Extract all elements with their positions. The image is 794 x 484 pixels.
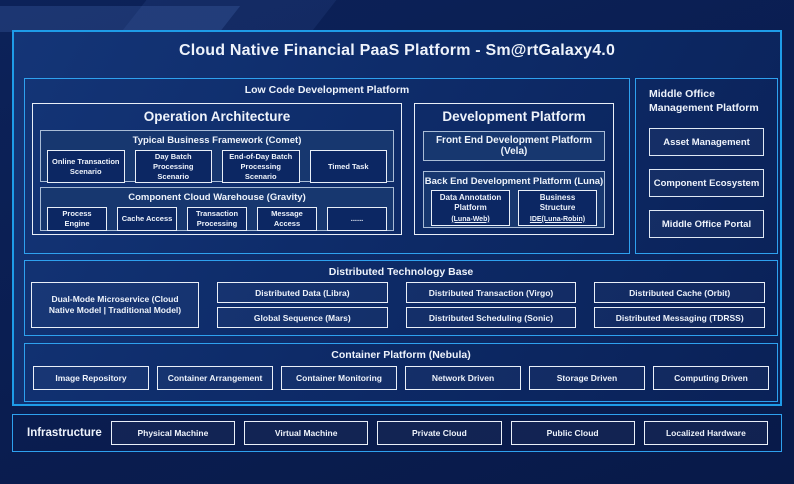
luna-item-name: Business Structure — [539, 193, 576, 213]
infrastructure-section: Infrastructure Physical Machine Virtual … — [12, 414, 782, 452]
container-platform-section: Container Platform (Nebula) Image Reposi… — [24, 343, 778, 402]
distributed-technology-base-section: Distributed Technology Base Dual-Mode Mi… — [24, 260, 778, 336]
development-platform-box: Development Platform Front End Developme… — [414, 103, 614, 235]
container-item-image-repository: Image Repository — [33, 366, 149, 390]
back-end-development-platform-group: Back End Development Platform (Luna) Dat… — [423, 171, 605, 228]
container-item-computing-driven: Computing Driven — [653, 366, 769, 390]
component-cloud-warehouse-group: Component Cloud Warehouse (Gravity) Proc… — [40, 187, 394, 231]
low-code-development-platform-section: Low Code Development Platform Operation … — [24, 78, 630, 254]
distributed-column-3: Distributed Cache (Orbit) Distributed Me… — [594, 282, 766, 328]
gravity-item-process-engine: Process Engine — [47, 207, 107, 231]
distributed-items-row: Dual-Mode Microservice (Cloud Native Mod… — [25, 278, 777, 328]
infrastructure-item-localized-hardware: Localized Hardware — [643, 421, 769, 445]
comet-item-day-batch: Day Batch Processing Scenario — [134, 150, 212, 184]
comet-item-end-of-day-batch: End-of-Day Batch Processing Scenario — [222, 150, 300, 184]
middle-office-label: Middle Office Management Platform — [649, 88, 759, 115]
comet-group-label: Typical Business Framework (Comet) — [132, 135, 302, 146]
infrastructure-item-physical-machine: Physical Machine — [110, 421, 236, 445]
operation-architecture-box: Operation Architecture Typical Business … — [32, 103, 402, 235]
luna-item-subname: (Luna-Web) — [451, 215, 490, 223]
gravity-items-row: Process Engine Cache Access Transaction … — [41, 203, 393, 231]
gravity-item-message-access: Message Access — [257, 207, 317, 231]
distributed-item-global-sequence-mars: Global Sequence (Mars) — [217, 307, 388, 328]
distributed-item-scheduling-sonic: Distributed Scheduling (Sonic) — [405, 307, 577, 328]
front-end-development-platform-box: Front End Development Platform (Vela) — [423, 131, 605, 161]
container-item-arrangement: Container Arrangement — [157, 366, 273, 390]
distributed-item-data-libra: Distributed Data (Libra) — [217, 282, 388, 303]
gravity-item-transaction-processing: Transaction Processing — [187, 207, 247, 231]
distributed-column-2: Distributed Transaction (Virgo) Distribu… — [405, 282, 577, 328]
luna-item-name: Data Annotation Platform — [439, 193, 502, 213]
infrastructure-item-virtual-machine: Virtual Machine — [244, 421, 369, 445]
middle-office-item-asset-management: Asset Management — [649, 128, 764, 157]
distributed-label: Distributed Technology Base — [328, 266, 474, 278]
container-item-monitoring: Container Monitoring — [281, 366, 397, 390]
middle-office-management-section: Middle Office Management Platform Asset … — [635, 78, 778, 254]
gravity-item-cache-access: Cache Access — [117, 207, 177, 231]
typical-business-framework-group: Typical Business Framework (Comet) Onlin… — [40, 130, 394, 184]
distributed-item-transaction-virgo: Distributed Transaction (Virgo) — [405, 282, 577, 303]
luna-item-data-annotation: Data Annotation Platform (Luna-Web) — [431, 190, 510, 226]
container-platform-label: Container Platform (Nebula) — [331, 349, 471, 361]
gravity-item-ellipsis: ...... — [327, 207, 387, 231]
gravity-group-label: Component Cloud Warehouse (Gravity) — [128, 192, 306, 203]
distributed-column-1: Distributed Data (Libra) Global Sequence… — [217, 282, 388, 328]
luna-item-business-structure: Business Structure IDE(Luna-Robin) — [518, 190, 597, 226]
comet-item-timed-task: Timed Task — [309, 150, 387, 184]
development-platform-title: Development Platform — [442, 109, 586, 124]
luna-item-subname: IDE(Luna-Robin) — [529, 215, 586, 223]
comet-item-online-transaction: Online Transaction Scenario — [47, 150, 125, 184]
operation-architecture-title: Operation Architecture — [143, 109, 291, 124]
distributed-item-messaging-tdrss: Distributed Messaging (TDRSS) — [594, 307, 766, 328]
container-items-row: Image Repository Container Arrangement C… — [25, 361, 777, 390]
luna-group-label: Back End Development Platform (Luna) — [424, 176, 604, 187]
container-item-network-driven: Network Driven — [405, 366, 521, 390]
infrastructure-label: Infrastructure — [27, 427, 102, 439]
infrastructure-item-public-cloud: Public Cloud — [510, 421, 635, 445]
infrastructure-item-private-cloud: Private Cloud — [377, 421, 502, 445]
section-label-low-code: Low Code Development Platform — [244, 84, 410, 96]
distributed-item-cache-orbit: Distributed Cache (Orbit) — [594, 282, 766, 303]
background-streak — [0, 6, 241, 32]
container-item-storage-driven: Storage Driven — [529, 366, 645, 390]
middle-office-item-portal: Middle Office Portal — [649, 210, 764, 239]
comet-items-row: Online Transaction Scenario Day Batch Pr… — [41, 146, 393, 184]
page-title: Cloud Native Financial PaaS Platform - S… — [178, 42, 616, 59]
middle-office-item-component-ecosystem: Component Ecosystem — [649, 169, 764, 198]
luna-items-row: Data Annotation Platform (Luna-Web) Busi… — [424, 187, 604, 226]
platform-panel: Cloud Native Financial PaaS Platform - S… — [12, 30, 782, 406]
dual-mode-microservice-box: Dual-Mode Microservice (Cloud Native Mod… — [31, 282, 199, 328]
